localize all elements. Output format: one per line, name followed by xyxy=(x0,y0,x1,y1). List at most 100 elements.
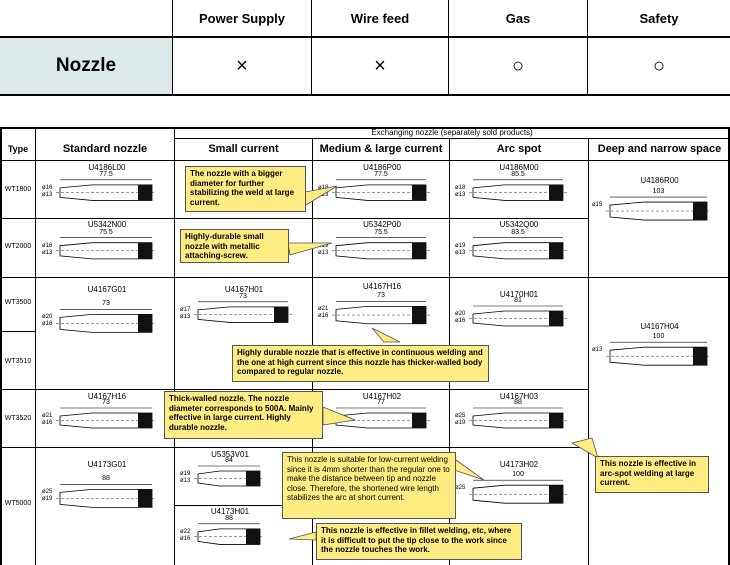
callout-text: The nozzle with a bigger diameter for fu… xyxy=(190,169,295,207)
length-label: 73 xyxy=(377,292,385,300)
type-label: WT3510 xyxy=(4,358,32,365)
summary-mark-safety: ○ xyxy=(587,36,730,96)
col-header-text: Small current xyxy=(208,143,279,155)
callout-text: Highly durable nozzle that is effective … xyxy=(237,348,483,377)
col-header-medium-large: Medium & large current xyxy=(313,138,449,160)
length-label: 88 xyxy=(514,399,522,406)
length-label: 88 xyxy=(225,514,233,522)
part-number: U4167H04 xyxy=(640,322,679,331)
header-label: Safety xyxy=(639,10,679,26)
diameter-label: ø19 ø13 xyxy=(455,242,466,256)
diameter-label: ø19 ø13 xyxy=(180,471,191,484)
part-number: U5342N00 xyxy=(87,220,127,229)
type-label: WT3520 xyxy=(4,415,32,422)
length-label: 73 xyxy=(102,399,110,406)
length-label: 73 xyxy=(239,292,247,300)
length-label: 77 xyxy=(377,399,385,406)
col-header-text: Standard nozzle xyxy=(62,143,148,155)
part-number: U5342P00 xyxy=(363,220,401,229)
part-number: U5342Q00 xyxy=(499,220,539,229)
callout-text: This nozzle is suitable for low-current … xyxy=(287,455,450,503)
callout-text: This nozzle is effective in arc-spot wel… xyxy=(600,459,697,488)
callout-text: Thick-walled nozzle. The nozzle diameter… xyxy=(169,394,314,432)
circle-mark: ○ xyxy=(652,54,666,77)
nozzle-drawing-std-3500: U4167G01 73 ø20 ø16 xyxy=(42,285,172,355)
part-number: U4186R00 xyxy=(640,176,679,185)
length-label: 88 xyxy=(102,475,110,483)
callout-arc-spot-large: This nozzle is effective in arc-spot wel… xyxy=(595,456,709,493)
part-number: U4186M00 xyxy=(499,163,539,172)
diameter-label: ø20 ø16 xyxy=(42,314,53,328)
type-header: Type xyxy=(0,138,36,160)
diameter-label: ø17 ø13 xyxy=(180,306,191,320)
row-label-text: Nozzle xyxy=(55,55,117,76)
callout-thick-walled-continuous: Highly durable nozzle that is effective … xyxy=(232,345,489,382)
length-label: 75.5 xyxy=(99,228,113,236)
length-label: 103 xyxy=(652,188,665,196)
part-number: U4167G01 xyxy=(87,285,127,294)
callout-bigger-diameter: The nozzle with a bigger diameter for fu… xyxy=(185,166,306,212)
col-header-standard: Standard nozzle xyxy=(36,138,174,160)
length-label: 81 xyxy=(514,297,522,304)
part-number: U4167H01 xyxy=(224,285,264,294)
type-label: WT3500 xyxy=(4,299,32,306)
diameter-label: ø20 ø16 xyxy=(455,311,466,324)
part-number: U4186L00 xyxy=(88,163,126,172)
header-label: Power Supply xyxy=(199,10,285,26)
length-label: 77.5 xyxy=(374,170,388,178)
group-header: Exchanging nozzle (separately sold produ… xyxy=(174,127,730,138)
length-label: 83.5 xyxy=(511,228,525,236)
part-number: U4167H16 xyxy=(362,282,402,291)
part-number: U4186P00 xyxy=(363,163,401,172)
diameter-label: ø25 ø19 xyxy=(455,413,466,426)
col-header-small-current: Small current xyxy=(175,138,312,160)
length-label: 100 xyxy=(652,333,665,341)
length-label: 85.5 xyxy=(511,170,525,178)
callout-durable-small: Highly-durable small nozzle with metalli… xyxy=(180,229,289,263)
header-label: Gas xyxy=(505,10,531,26)
length-label: 100 xyxy=(512,471,524,479)
type-label: WT5000 xyxy=(4,500,32,507)
table-border xyxy=(0,127,730,565)
nozzle-drawing-deep-1800: U4186R00 103 ø15 xyxy=(592,176,727,238)
length-label: 77.5 xyxy=(99,170,113,178)
callout-text: Highly-durable small nozzle with metalli… xyxy=(185,232,264,261)
part-number: U4173H02 xyxy=(499,460,539,469)
type-label: WT2000 xyxy=(4,243,32,250)
group-header-text: Exchanging nozzle (separately sold produ… xyxy=(371,128,533,137)
diameter-label: ø16 ø13 xyxy=(42,184,53,198)
col-header-text: Arc spot xyxy=(496,143,542,155)
diameter-label: ø21 ø16 xyxy=(318,306,329,320)
callout-text: This nozzle is effective in fillet weldi… xyxy=(321,526,512,555)
length-label: 73 xyxy=(102,300,110,308)
cross-mark: × xyxy=(374,54,386,77)
part-number: U4167H02 xyxy=(362,392,402,401)
callout-low-current: This nozzle is suitable for low-current … xyxy=(282,452,456,519)
diameter-label: ø16 ø13 xyxy=(42,242,53,256)
circle-mark: ○ xyxy=(511,54,525,77)
diameter-label: ø25 ø19 xyxy=(42,489,53,503)
part-number: U4170H01 xyxy=(499,290,539,299)
diameter-label: ø18 ø13 xyxy=(455,184,466,198)
length-label: 75.5 xyxy=(374,228,388,236)
length-label: 84 xyxy=(225,457,233,464)
type-header-text: Type xyxy=(7,144,29,154)
diameter-label: ø13 xyxy=(592,347,603,354)
nozzle-drawing-deep-3500: U4167H04 100 ø13 xyxy=(592,322,727,382)
cross-mark: × xyxy=(236,54,248,77)
diameter-label: ø15 xyxy=(592,202,603,209)
